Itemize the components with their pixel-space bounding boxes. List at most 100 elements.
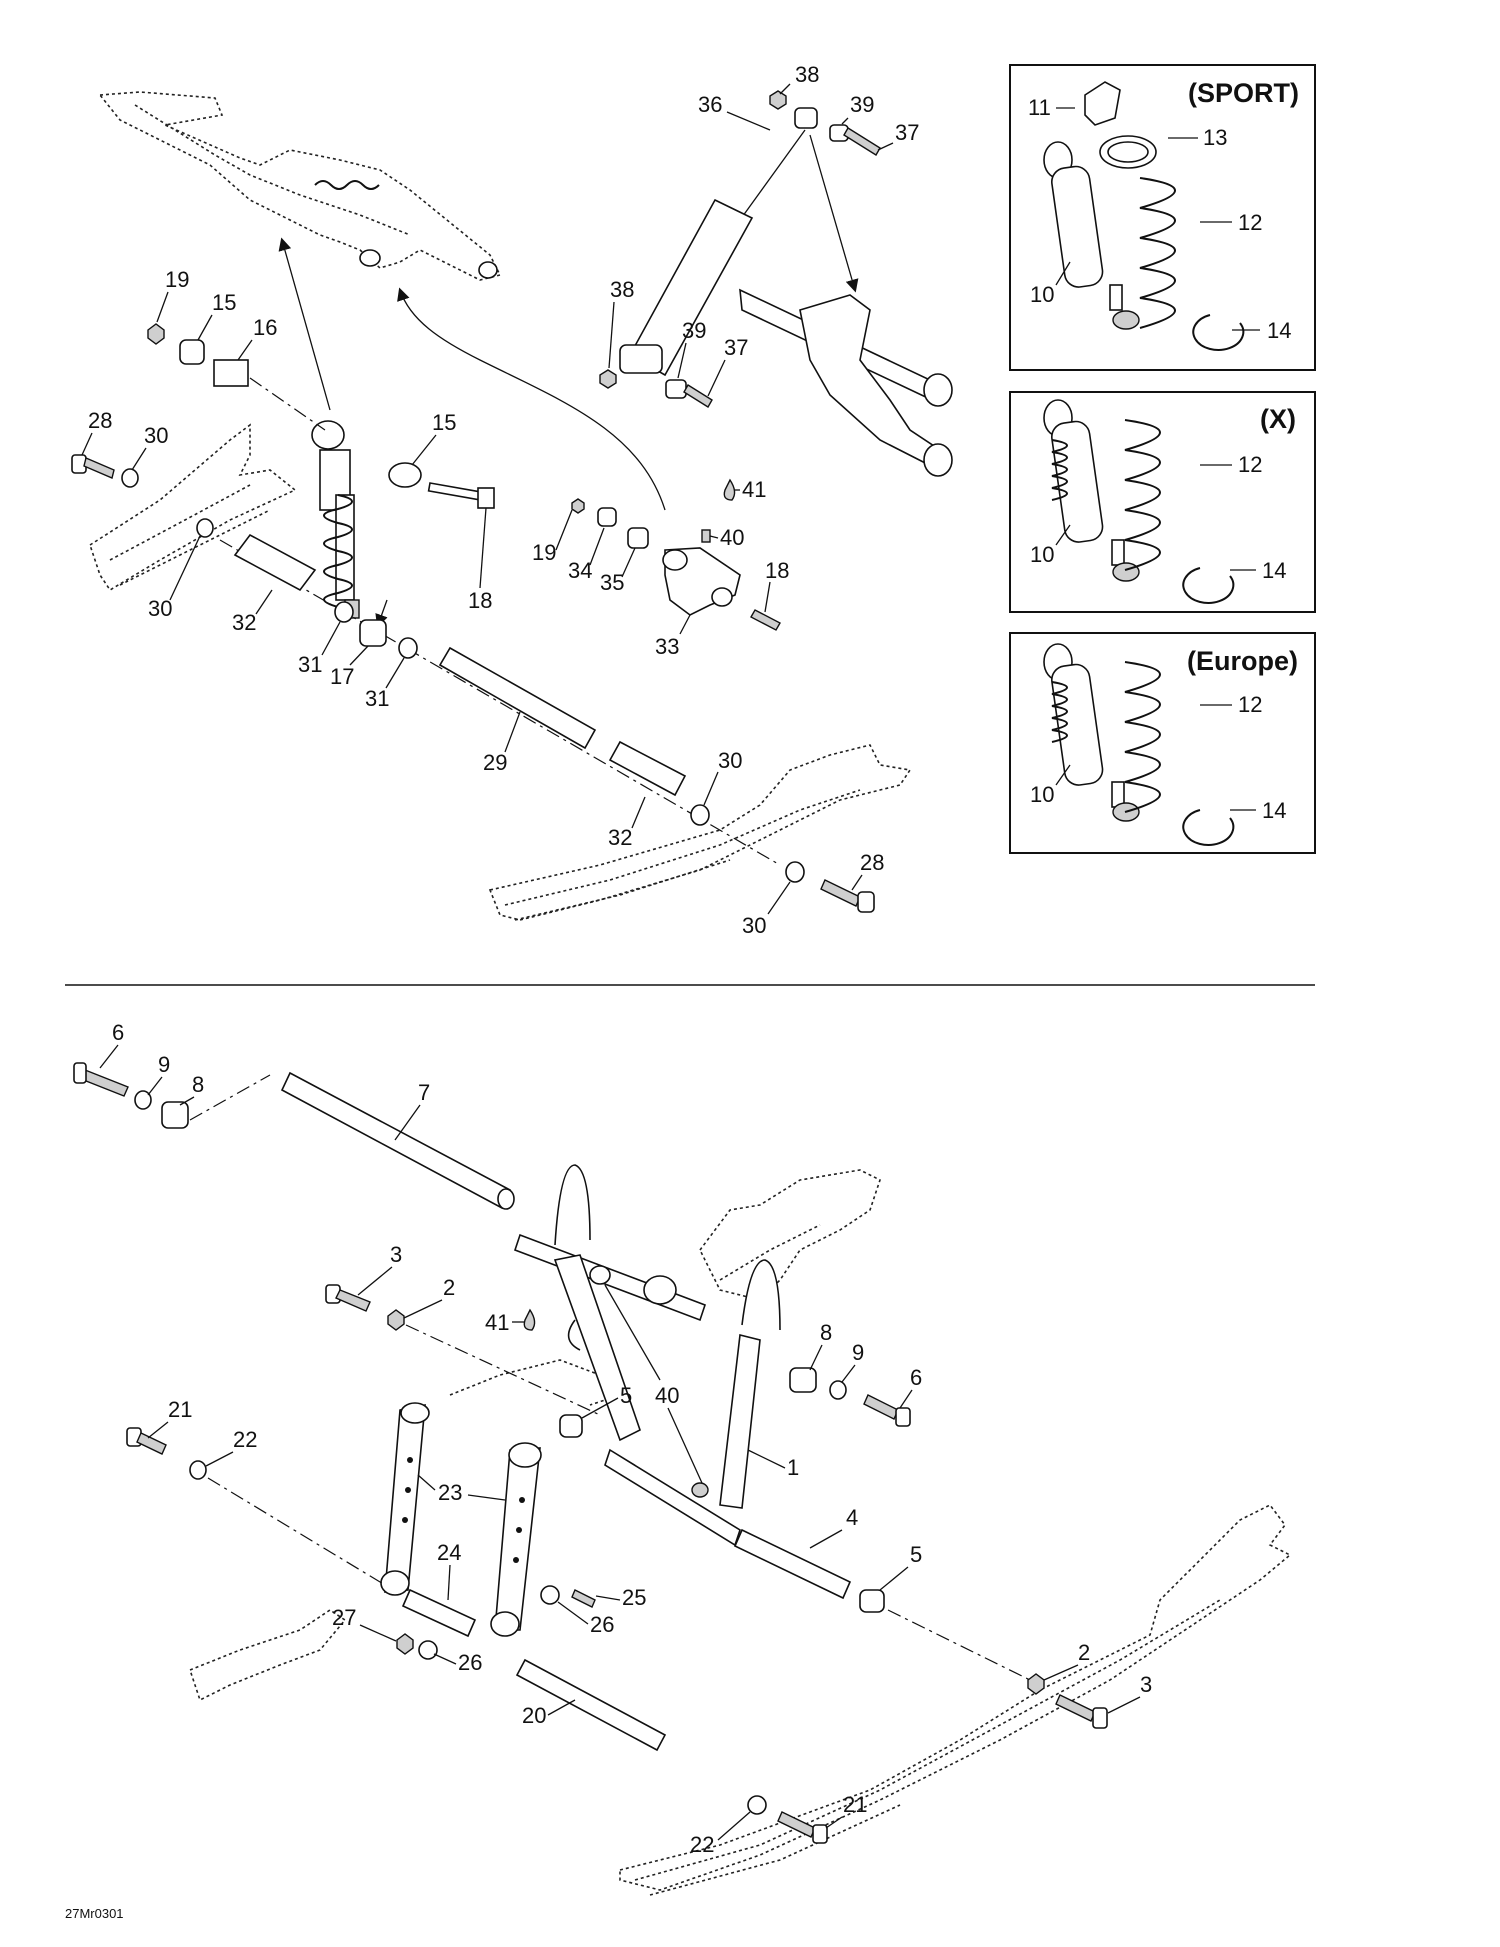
callout-29: 29 — [483, 750, 507, 775]
callout-32-right: 32 — [608, 825, 632, 850]
front-cross-tube — [280, 1071, 512, 1210]
callout-3-right: 3 — [1140, 1672, 1152, 1697]
callout-19-right: 19 — [532, 540, 556, 565]
callout-28-left: 28 — [88, 408, 112, 433]
callout-7: 7 — [418, 1080, 430, 1105]
callout-4: 4 — [846, 1505, 858, 1530]
callout-32-left: 32 — [232, 610, 256, 635]
upper-rear-suspension-assembly: 38 36 39 37 19 15 16 38 39 37 28 30 15 — [71, 62, 953, 938]
lower-shock-axle-string — [219, 533, 875, 913]
callout-5-lower: 5 — [910, 1542, 922, 1567]
link-bolt-25 — [540, 1585, 596, 1608]
callout-25: 25 — [622, 1585, 646, 1610]
callout-2-left: 2 — [443, 1275, 455, 1300]
rear-cross-tube-20 — [515, 1658, 667, 1752]
europe-callout-10: 10 — [1030, 782, 1054, 807]
callout-30-top-left: 30 — [144, 423, 168, 448]
bushing-5-lower — [859, 1589, 885, 1613]
front-axle-bolt-left — [73, 1062, 271, 1129]
sport-callout-11: 11 — [1028, 95, 1051, 120]
callout-24: 24 — [437, 1540, 461, 1565]
link-arms — [380, 1402, 542, 1637]
callout-38-mid: 38 — [610, 277, 634, 302]
variant-title-x: (X) — [1260, 404, 1296, 434]
variant-box-sport: (SPORT) 11 13 12 10 14 — [1009, 64, 1316, 371]
callout-6-left: 6 — [112, 1020, 124, 1045]
left-rail-outline-lower — [189, 1359, 622, 1702]
callout-41-upper: 41 — [742, 477, 766, 502]
shock-bracket — [571, 478, 781, 631]
upper-bolt-string-right — [388, 462, 495, 509]
callout-33: 33 — [655, 634, 679, 659]
rear-shock-absorber — [311, 420, 388, 628]
front-bolt-3-right — [1027, 1673, 1108, 1729]
figure-code: 27Mr0301 — [65, 1906, 124, 1921]
callout-28-right: 28 — [860, 850, 884, 875]
callout-41-lower: 41 — [485, 1310, 509, 1335]
upper-arm-frame-outline — [98, 91, 502, 281]
right-rail-outline-upper — [488, 744, 912, 921]
callout-21-left: 21 — [168, 1397, 192, 1422]
callout-2-right: 2 — [1078, 1640, 1090, 1665]
front-arm — [513, 1164, 781, 1547]
callout-36: 36 — [698, 92, 722, 117]
spacer-24 — [401, 1588, 477, 1638]
callout-31-left: 31 — [298, 652, 322, 677]
callout-37-mid: 37 — [724, 335, 748, 360]
callout-40-lower: 40 — [655, 1383, 679, 1408]
callout-30-right-top: 30 — [718, 748, 742, 773]
callout-35: 35 — [600, 570, 624, 595]
callout-26-left: 26 — [458, 1650, 482, 1675]
callout-18-shock: 18 — [468, 588, 492, 613]
europe-callout-14: 14 — [1262, 798, 1286, 823]
lower-bolt-21-left — [126, 1427, 386, 1586]
variant-box-x: (X) 12 10 14 — [1009, 391, 1316, 613]
callout-18-bracket: 18 — [765, 558, 789, 583]
sport-callout-13: 13 — [1203, 125, 1227, 150]
callout-39-top: 39 — [850, 92, 874, 117]
callout-1: 1 — [787, 1455, 799, 1480]
upper-callouts: 38 36 39 37 19 15 16 38 39 37 28 30 15 — [81, 62, 919, 938]
variant-box-europe: (Europe) 12 10 14 — [1009, 632, 1316, 854]
callout-15-right: 15 — [432, 410, 456, 435]
grease-fitting-41-lower — [523, 1308, 536, 1331]
sport-callout-14: 14 — [1267, 318, 1291, 343]
europe-callout-12: 12 — [1238, 692, 1262, 717]
callout-8-left: 8 — [192, 1072, 204, 1097]
sport-callout-10: 10 — [1030, 282, 1054, 307]
x-callout-10: 10 — [1030, 542, 1054, 567]
left-rail-outline — [89, 423, 297, 592]
callout-26-right: 26 — [590, 1612, 614, 1637]
callout-21-right: 21 — [843, 1792, 867, 1817]
callout-37-top: 37 — [895, 120, 919, 145]
upper-left-bolt — [71, 454, 214, 538]
callout-23: 23 — [438, 1480, 462, 1505]
bushing-5-upper — [559, 1414, 583, 1438]
callout-34: 34 — [568, 558, 592, 583]
callout-9-left: 9 — [158, 1052, 170, 1077]
callout-30-mid-left: 30 — [148, 596, 172, 621]
callout-9-right: 9 — [852, 1340, 864, 1365]
lower-cross-tube-4 — [733, 1528, 852, 1600]
front-bolt-3-left — [325, 1284, 601, 1416]
front-arm-detail — [739, 288, 953, 477]
variant-title-sport: (SPORT) — [1188, 78, 1299, 108]
callout-3-left: 3 — [390, 1242, 402, 1267]
callout-22-right: 22 — [690, 1832, 714, 1857]
front-axle-bolt-right — [789, 1367, 911, 1427]
link-nut-27 — [396, 1633, 438, 1660]
lower-front-suspension-assembly: 6 9 8 7 3 2 41 8 9 6 5 40 21 — [73, 1020, 1292, 1896]
callout-30-right-bottom: 30 — [742, 913, 766, 938]
callout-15-left: 15 — [212, 290, 236, 315]
lower-callouts: 6 9 8 7 3 2 41 8 9 6 5 40 21 — [99, 1020, 1152, 1857]
lower-bolt-21-right — [747, 1795, 828, 1844]
callout-17: 17 — [330, 664, 354, 689]
callout-6-right: 6 — [910, 1365, 922, 1390]
x-callout-12: 12 — [1238, 452, 1262, 477]
callout-27: 27 — [332, 1605, 356, 1630]
callout-19-left: 19 — [165, 267, 189, 292]
callout-16: 16 — [253, 315, 277, 340]
right-rail-outline-lower — [619, 1503, 1292, 1896]
callout-20: 20 — [522, 1703, 546, 1728]
